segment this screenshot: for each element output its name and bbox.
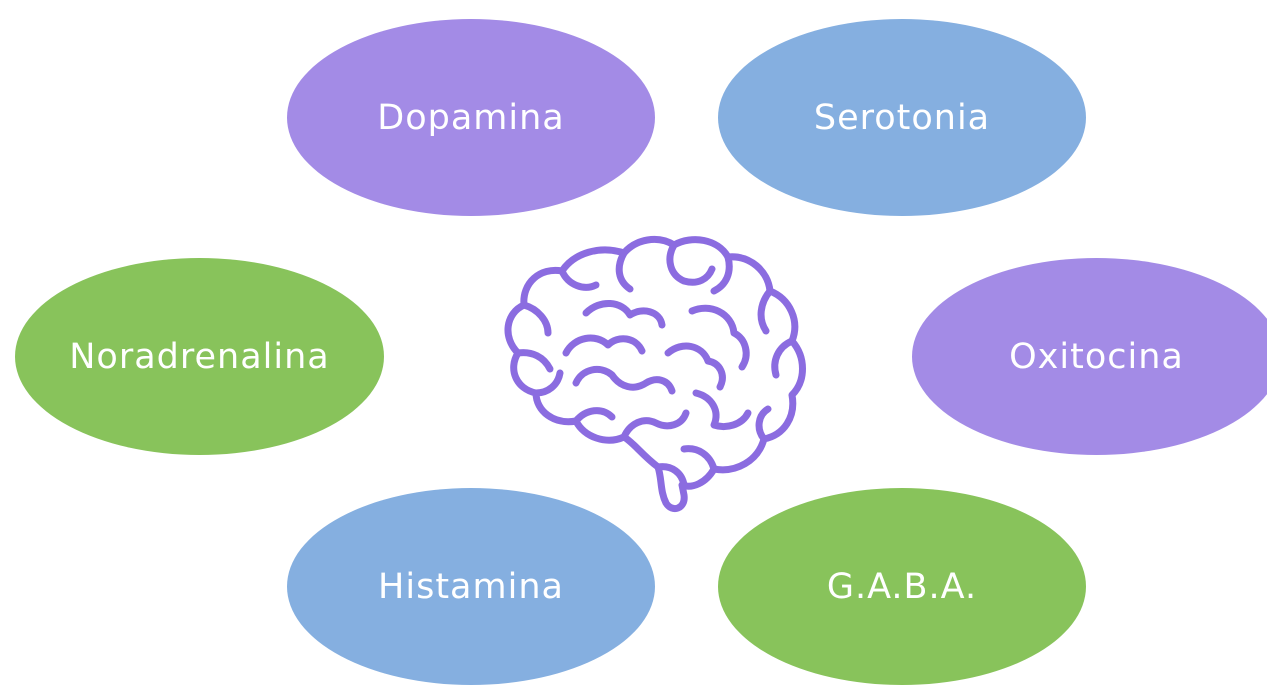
node-label: Histamina <box>378 566 564 607</box>
node-label: Dopamina <box>377 97 565 138</box>
node-label: Serotonia <box>813 97 991 138</box>
node-serotonia: Serotonia <box>718 19 1086 216</box>
node-dopamina: Dopamina <box>287 19 655 216</box>
node-noradrenalina: Noradrenalina <box>15 258 384 455</box>
node-label: G.A.B.A. <box>826 566 978 607</box>
node-label: Oxitocina <box>1009 336 1184 377</box>
node-oxitocina: Oxitocina <box>912 258 1267 455</box>
node-label: Noradrenalina <box>69 336 330 377</box>
node-histamina: Histamina <box>287 488 655 685</box>
brain-icon <box>504 235 806 513</box>
node-gaba: G.A.B.A. <box>718 488 1086 685</box>
